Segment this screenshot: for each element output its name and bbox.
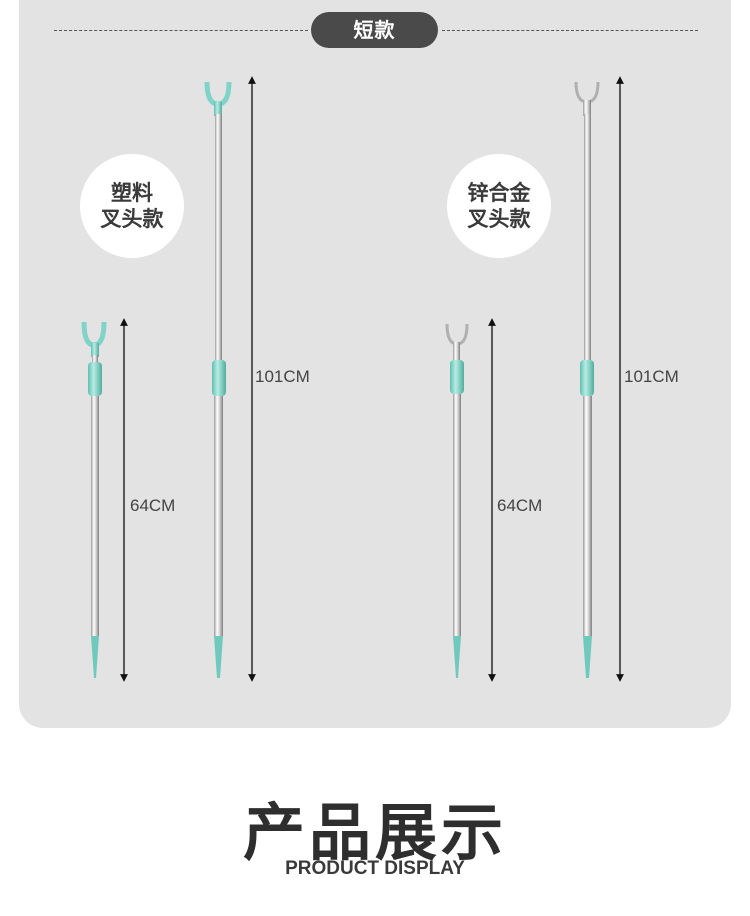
pole-plastic-short xyxy=(81,318,128,682)
page-subtitle: PRODUCT DISPLAY xyxy=(285,858,465,879)
pole-plastic-long xyxy=(204,76,256,682)
header-divider-right xyxy=(442,30,698,31)
length-label-short: 64CM xyxy=(130,496,176,515)
alloy-fork-icon xyxy=(574,81,600,104)
plastic-fork-icon xyxy=(204,81,232,107)
pole-alloy-short xyxy=(445,318,496,682)
badge-line: 叉头款 xyxy=(467,207,531,231)
badge-line: 锌合金 xyxy=(467,181,531,205)
length-label-long: 101CM xyxy=(624,367,679,386)
badge-alloy: 锌合金 叉头款 xyxy=(447,154,551,258)
pole-alloy-long xyxy=(574,76,624,682)
length-label-short: 64CM xyxy=(497,496,543,515)
badge-plastic: 塑料 叉头款 xyxy=(80,154,184,258)
header-label: 短款 xyxy=(311,12,438,48)
badge-line: 塑料 xyxy=(111,181,153,205)
product-panel xyxy=(19,0,731,728)
page-title: 产品展示 xyxy=(242,796,507,869)
plastic-fork-icon xyxy=(81,321,107,348)
header-divider-left xyxy=(54,30,308,31)
length-label-long: 101CM xyxy=(255,367,310,386)
alloy-fork-icon xyxy=(445,323,469,346)
badge-line: 叉头款 xyxy=(100,207,164,231)
